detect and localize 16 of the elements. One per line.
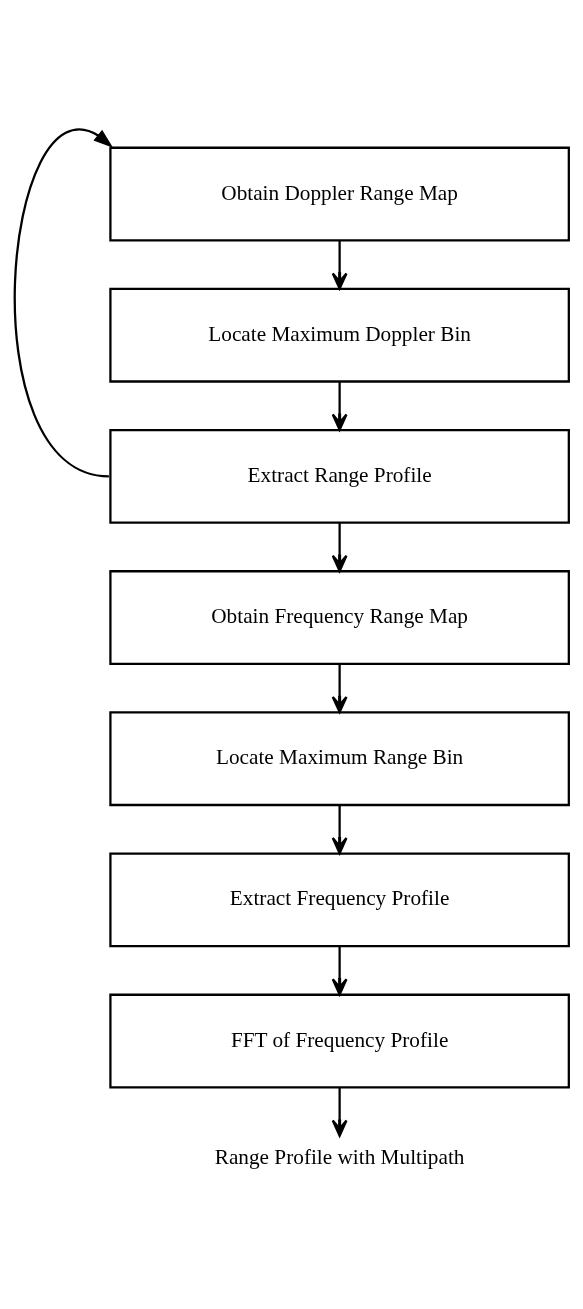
node-box: Extract Frequency Profile: [109, 852, 570, 948]
arrow: [331, 946, 348, 996]
arrow: [331, 805, 348, 855]
arrow: [331, 1087, 348, 1137]
node-box: Obtain Frequency Range Map: [109, 570, 570, 665]
node-box: Locate Maximum Range Bin: [109, 711, 570, 807]
node-box: Extract Range Profile: [109, 428, 570, 524]
arrow: [13, 128, 114, 478]
node-box: FFT of Frequency Profile: [109, 993, 570, 1089]
node-box: Obtain Doppler Range Map: [109, 146, 570, 242]
node-text: Range Profile with Multipath: [214, 1144, 465, 1169]
node-box: Locate Maximum Doppler Bin: [109, 287, 570, 383]
arrow: [331, 240, 348, 290]
arrow: [331, 522, 348, 573]
arrow: [331, 381, 348, 431]
arrow: [331, 663, 348, 714]
